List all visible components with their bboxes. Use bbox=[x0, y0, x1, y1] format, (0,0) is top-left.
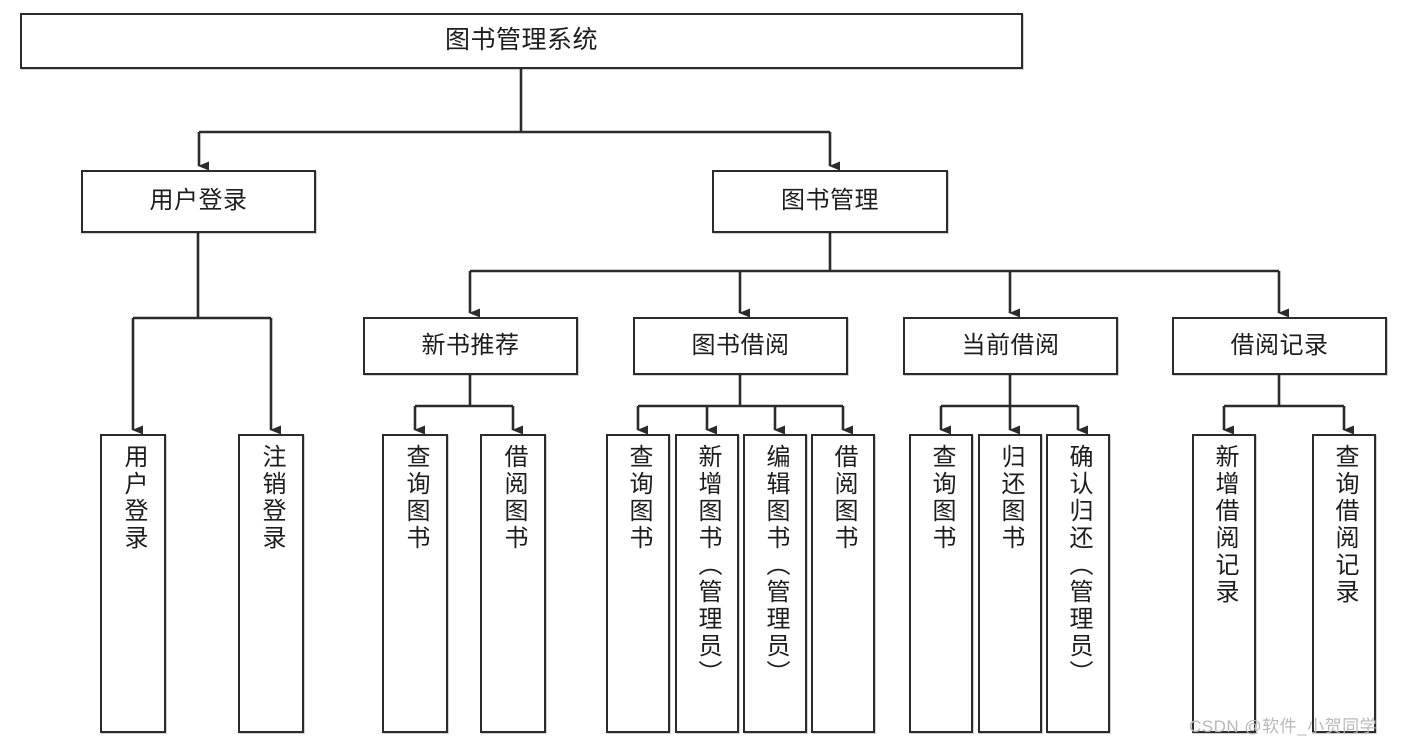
node-label: 借阅记录 bbox=[1230, 331, 1329, 359]
node-label: 新书推荐 bbox=[421, 331, 520, 359]
node-label: 确认归还（管理员） bbox=[1065, 444, 1092, 687]
node-label: 图书借阅 bbox=[691, 331, 790, 359]
node-label: 查询图书 bbox=[402, 444, 429, 552]
node-leaf-borrow-book[interactable]: 借阅图书 bbox=[811, 434, 875, 733]
node-label: 借阅图书 bbox=[500, 444, 527, 552]
node-label: 归还图书 bbox=[997, 444, 1024, 552]
node-label: 注销登录 bbox=[258, 444, 285, 552]
node-label: 借阅图书 bbox=[830, 444, 857, 552]
node-leaf-edit-book[interactable]: 编辑图书（管理员） bbox=[743, 434, 807, 733]
node-leaf-query-book-borrow[interactable]: 查询图书 bbox=[606, 434, 670, 733]
node-label: 新增图书（管理员） bbox=[694, 444, 721, 687]
node-leaf-user-login[interactable]: 用户登录 bbox=[100, 434, 166, 733]
node-leaf-confirm-return[interactable]: 确认归还（管理员） bbox=[1046, 434, 1110, 733]
node-leaf-user-logout[interactable]: 注销登录 bbox=[238, 434, 304, 733]
node-label: 用户登录 bbox=[120, 444, 147, 552]
node-label: 用户登录 bbox=[149, 187, 248, 215]
node-book-manage[interactable]: 图书管理 bbox=[712, 170, 948, 233]
node-label: 编辑图书（管理员） bbox=[762, 444, 789, 687]
node-label: 查询图书 bbox=[928, 444, 955, 552]
node-book-borrow[interactable]: 图书借阅 bbox=[633, 317, 848, 375]
node-root-system[interactable]: 图书管理系统 bbox=[20, 13, 1023, 69]
node-leaf-query-book-current[interactable]: 查询图书 bbox=[909, 434, 973, 733]
node-leaf-borrow-book-recommend[interactable]: 借阅图书 bbox=[480, 434, 546, 733]
node-new-book-recommend[interactable]: 新书推荐 bbox=[363, 317, 578, 375]
node-label: 新增借阅记录 bbox=[1211, 444, 1238, 606]
node-borrow-record[interactable]: 借阅记录 bbox=[1172, 317, 1387, 375]
node-leaf-add-book[interactable]: 新增图书（管理员） bbox=[675, 434, 739, 733]
node-label: 查询图书 bbox=[625, 444, 652, 552]
node-leaf-query-book-recommend[interactable]: 查询图书 bbox=[382, 434, 448, 733]
node-current-borrow[interactable]: 当前借阅 bbox=[903, 317, 1118, 375]
node-leaf-query-borrow-record[interactable]: 查询借阅记录 bbox=[1312, 434, 1376, 733]
node-label: 查询借阅记录 bbox=[1331, 444, 1358, 606]
node-label: 当前借阅 bbox=[961, 331, 1060, 359]
node-leaf-add-borrow-record[interactable]: 新增借阅记录 bbox=[1192, 434, 1256, 733]
node-user-login[interactable]: 用户登录 bbox=[81, 170, 316, 233]
csdn-watermark: CSDN @软件_小贺同学 bbox=[1189, 717, 1378, 736]
node-leaf-return-book[interactable]: 归还图书 bbox=[978, 434, 1042, 733]
node-label: 图书管理 bbox=[781, 187, 879, 215]
node-label: 图书管理系统 bbox=[444, 26, 598, 55]
